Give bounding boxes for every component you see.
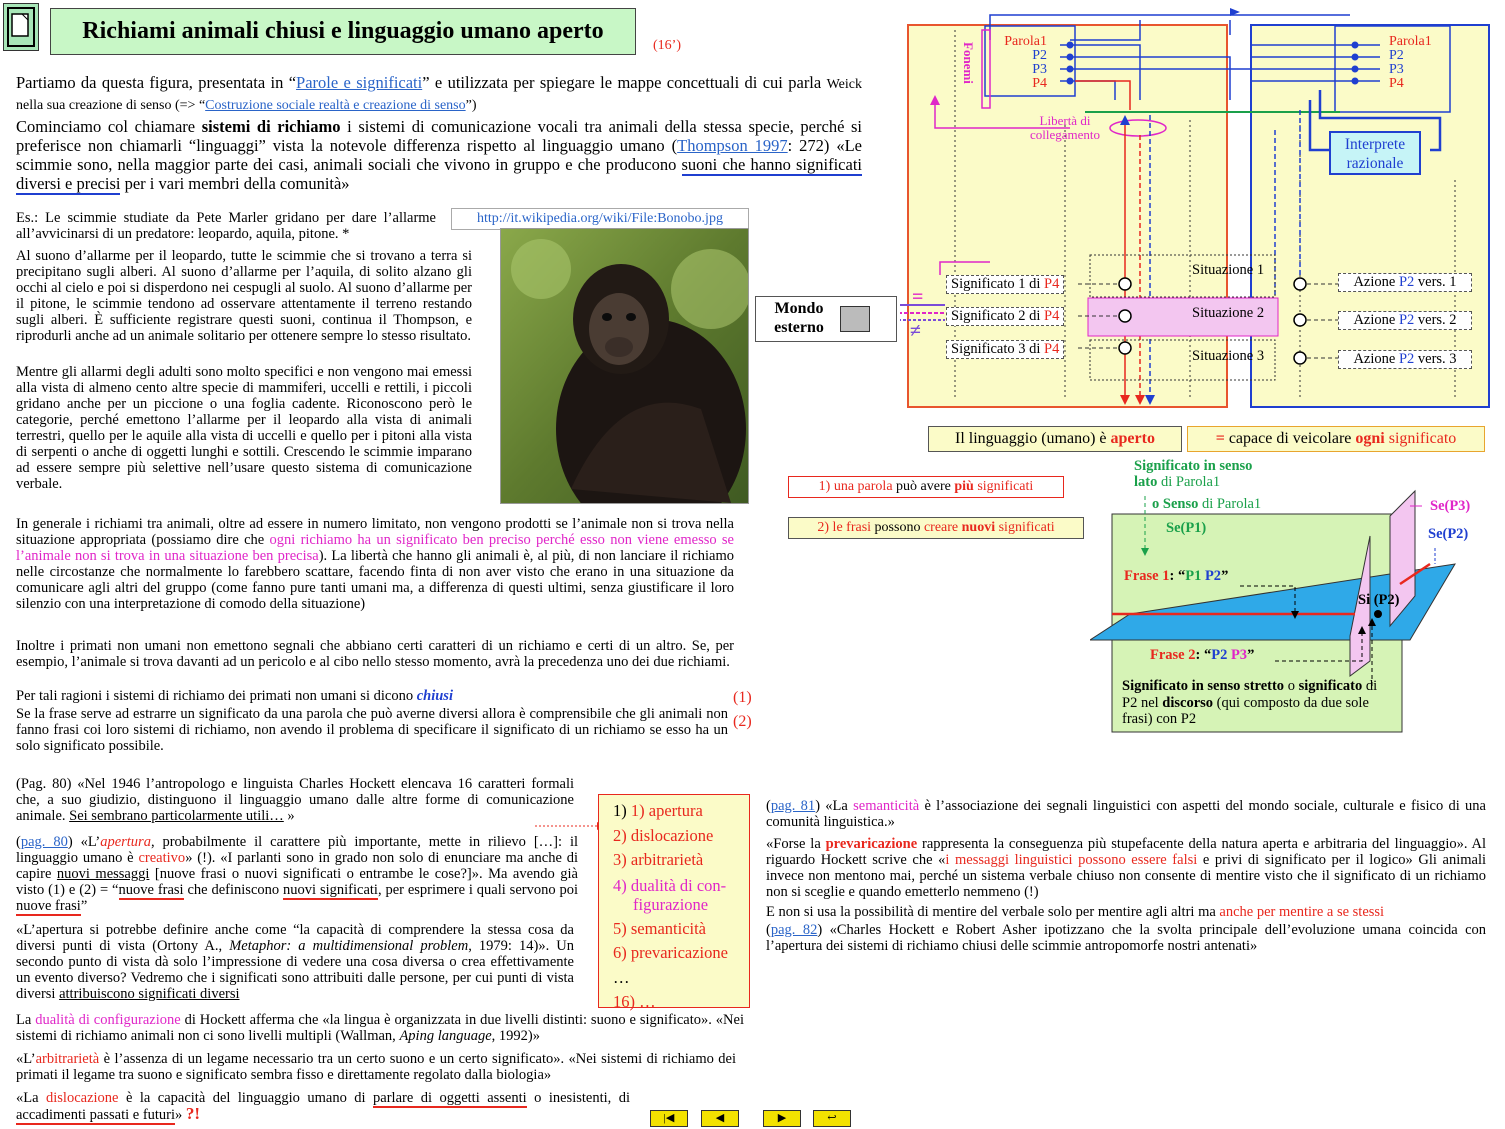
list-item: 6) prevaricazione xyxy=(613,943,728,962)
arbitrarieta-paragraph: «L’arbitrarietà è l’assenza di un legame… xyxy=(16,1051,736,1083)
duration: (16’) xyxy=(653,38,681,53)
apertura-paragraph: (pag. 80) «L’apertura, probabilmente il … xyxy=(16,834,579,916)
example-text: Es.: Le scimmie studiate da Pete Marler … xyxy=(16,210,436,242)
frase-2-label: Frase 2: “P2 P3” xyxy=(1150,647,1255,663)
bonobo-photo xyxy=(500,228,749,504)
significato-2: Significato 2 di P4 xyxy=(946,307,1065,326)
link-costruzione-sociale[interactable]: Costruzione sociale realtà e creazione d… xyxy=(205,98,466,113)
list-item: figurazione xyxy=(633,894,709,914)
list-item: 2) dislocazione xyxy=(613,825,714,845)
prevaricazione-paragraph: «Forse la prevaricazione rappresenta la … xyxy=(766,836,1487,900)
interprete-box: Interprete razionale xyxy=(1329,131,1421,175)
significato-1: Significato 1 di P4 xyxy=(946,275,1065,294)
page-title: Richiami animali chiusi e linguaggio uma… xyxy=(50,8,636,55)
link-thompson[interactable]: Thompson 1997 xyxy=(677,136,788,155)
next-page-button[interactable]: ▶ xyxy=(763,1110,801,1127)
senso-lato-label: Significato in senso lato di Parola1 xyxy=(1134,458,1253,490)
situazione-2: Situazione 2 xyxy=(1192,305,1265,321)
se-paragraph: Se la frase serve ad estrarre un signifi… xyxy=(16,706,728,754)
alarm-paragraph: Al suono d’allarme per il leopardo, tutt… xyxy=(16,248,472,344)
list-item: … xyxy=(613,967,630,987)
se-p2-label: Se(P2) xyxy=(1428,526,1469,542)
azione-3: Azione P2 vers. 3 xyxy=(1338,350,1472,369)
link-pag-81[interactable]: pag. 81 xyxy=(770,798,816,814)
situazione-3: Situazione 3 xyxy=(1192,348,1265,364)
equal-sign: = xyxy=(912,286,924,308)
parole-right: Parola1 P2 P3 P4 xyxy=(1389,34,1432,91)
prev-page-button[interactable]: ◀ xyxy=(701,1110,739,1127)
parole-left: Parola1 P2 P3 P4 xyxy=(1004,34,1047,91)
hockett-list: 1) 1) apertura 2) dislocazione 3) arbitr… xyxy=(598,794,750,1011)
link-parole-significati[interactable]: Parole e significati xyxy=(296,73,423,92)
senso-label: o Senso di Parola1 xyxy=(1152,496,1262,512)
list-item: 4) dualità di con- xyxy=(613,875,727,895)
hockett-paragraph: (Pag. 80) «Nel 1946 l’antropologo e ling… xyxy=(16,776,574,824)
senso-stretto-label: Significato in senso stretto o significa… xyxy=(1122,678,1378,727)
first-page-button[interactable]: |◀ xyxy=(650,1110,688,1127)
mondo-icon xyxy=(840,306,870,332)
list-item: 16) … xyxy=(613,992,656,1011)
return-button[interactable]: ↩ xyxy=(813,1110,851,1127)
fonemi-label: Fonemi xyxy=(961,42,976,84)
mentire-paragraph: E non si usa la possibilità di mentire d… xyxy=(766,904,1385,920)
frase-1-label: Frase 1: “P1 P2” xyxy=(1124,568,1229,584)
se-p1-label: Se(P1) xyxy=(1166,520,1207,536)
generale-paragraph: In generale i richiami tra animali, oltr… xyxy=(16,516,735,612)
intro-paragraph-1: Partiamo da questa figura, presentata in… xyxy=(16,73,863,113)
ref-1: (1) xyxy=(733,689,752,706)
bullet-1: 1) una parola può avere più significati xyxy=(788,476,1064,498)
link-pag-80[interactable]: pag. 80 xyxy=(20,834,68,850)
semantic-plane-diagram xyxy=(1088,456,1490,736)
ortony-paragraph: «L’apertura si potrebbe definire anche c… xyxy=(16,922,575,1002)
liberta-label: Libertà di collegamento xyxy=(1029,113,1101,142)
azione-2: Azione P2 vers. 2 xyxy=(1338,311,1472,330)
page-icon xyxy=(7,7,35,47)
ref-2: (2) xyxy=(733,713,752,730)
chiusi-paragraph: Per tali ragioni i sistemi di richiamo d… xyxy=(16,688,453,704)
dualita-paragraph: La dualità di configurazione di Hockett … xyxy=(16,1012,744,1044)
document-icon[interactable] xyxy=(3,3,39,51)
mondo-esterno-box: Mondo esterno xyxy=(755,296,897,342)
significato-3: Significato 3 di P4 xyxy=(946,340,1065,359)
bonobo-image xyxy=(501,229,748,503)
intro-paragraph-2: Cominciamo col chiamare sistemi di richi… xyxy=(16,117,863,195)
bullet-2: 2) le frasi possono creare nuovi signifi… xyxy=(788,517,1084,539)
aperto-box: Il linguaggio (umano) è aperto xyxy=(928,426,1182,452)
inoltre-paragraph: Inoltre i primati non umani non emettono… xyxy=(16,638,734,670)
asher-paragraph: (pag. 82) «Charles Hockett e Robert Ashe… xyxy=(766,922,1487,954)
se-p3-label: Se(P3) xyxy=(1430,498,1471,514)
list-item: 1) 1) apertura xyxy=(613,801,703,820)
diagram-lines xyxy=(900,8,1456,405)
not-equal-sign: ≠ xyxy=(910,320,921,342)
planes-drawing xyxy=(1088,489,1456,733)
semanticita-paragraph: (pag. 81) «La semanticità è l’associazio… xyxy=(766,798,1486,830)
dislocazione-paragraph: «La dislocazione è la capacità del lingu… xyxy=(16,1090,630,1125)
link-pag-82[interactable]: pag. 82 xyxy=(770,922,818,938)
capace-box: = capace di veicolare ogni significato xyxy=(1187,426,1485,452)
dotted-arrow xyxy=(535,822,605,830)
si-p2-label: Si (P2) xyxy=(1358,592,1400,608)
situazione-1: Situazione 1 xyxy=(1192,262,1265,278)
list-item: 5) semanticità xyxy=(613,918,707,938)
list-item: 3) arbitrarietà xyxy=(613,850,704,869)
image-caption-link[interactable]: http://it.wikipedia.org/wiki/File:Bonobo… xyxy=(451,208,749,230)
mentre-paragraph: Mentre gli allarmi degli adulti sono mol… xyxy=(16,364,472,492)
azione-1: Azione P2 vers. 1 xyxy=(1338,273,1472,292)
